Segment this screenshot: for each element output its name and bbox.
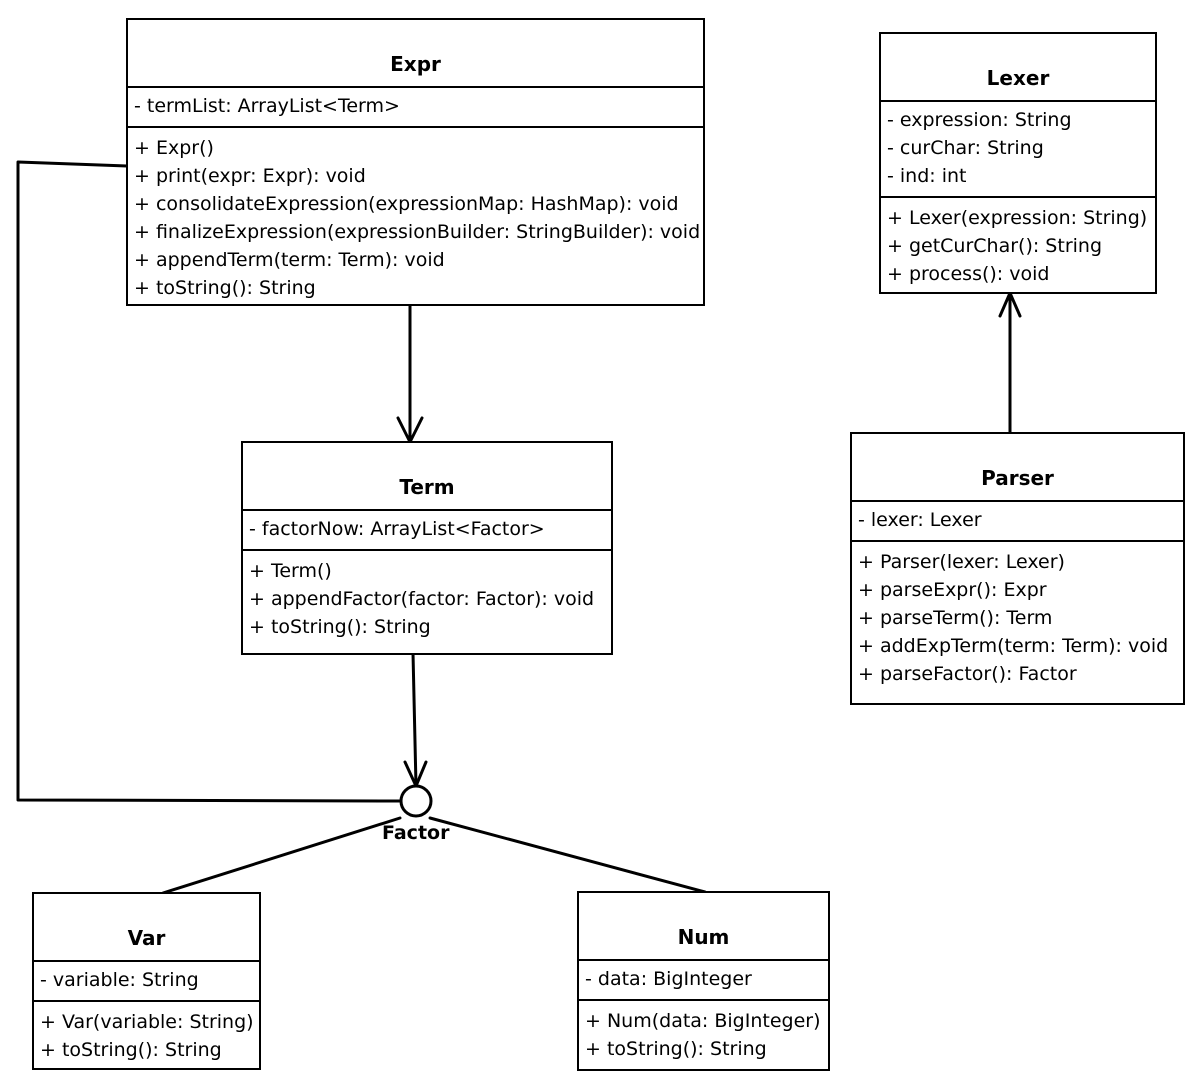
class-expr[interactable]: Expr - termList: ArrayList<Term> + Expr(…: [126, 18, 705, 306]
class-lexer-attribute: - curChar: String: [887, 137, 1044, 159]
class-var-name: Var: [34, 894, 259, 962]
class-parser-operation: + parseFactor(): Factor: [858, 663, 1077, 685]
class-num-attributes: - data: BigInteger: [579, 961, 828, 1001]
class-parser-name: Parser: [852, 434, 1183, 502]
class-num-attribute: - data: BigInteger: [585, 968, 752, 990]
expr-factor-line: [16, 160, 402, 803]
class-num[interactable]: Num - data: BigInteger + Num(data: BigIn…: [577, 891, 830, 1071]
class-term-operation: + Term(): [249, 560, 332, 582]
class-expr-operation: + Expr(): [134, 137, 214, 159]
class-lexer-attribute: - expression: String: [887, 109, 1072, 131]
class-lexer[interactable]: Lexer - expression: String - curChar: St…: [879, 32, 1157, 294]
class-parser-operations: + Parser(lexer: Lexer) + parseExpr(): Ex…: [852, 542, 1183, 692]
class-num-operation: + Num(data: BigInteger): [585, 1010, 821, 1032]
class-lexer-operation: + process(): void: [887, 263, 1050, 285]
class-num-operation: + toString(): String: [585, 1038, 767, 1060]
class-expr-operation: + print(expr: Expr): void: [134, 165, 366, 187]
class-num-name: Num: [579, 893, 828, 961]
class-lexer-name: Lexer: [881, 34, 1155, 102]
var-factor-realization: [161, 816, 402, 895]
class-term-operations: + Term() + appendFactor(factor: Factor):…: [243, 551, 611, 645]
class-expr-operation: + appendTerm(term: Term): void: [134, 249, 445, 271]
factor-interface-label: Factor: [382, 822, 450, 844]
class-expr-attributes: - termList: ArrayList<Term>: [128, 88, 703, 128]
class-expr-operation: + finalizeExpression(expressionBuilder: …: [134, 221, 701, 243]
class-var-operations: + Var(variable: String) + toString(): St…: [34, 1002, 259, 1068]
class-expr-operation: + toString(): String: [134, 277, 316, 299]
class-term-name: Term: [243, 443, 611, 511]
class-lexer-operation: + Lexer(expression: String): [887, 207, 1148, 229]
class-term[interactable]: Term - factorNow: ArrayList<Factor> + Te…: [241, 441, 613, 655]
class-parser-operation: + Parser(lexer: Lexer): [858, 551, 1065, 573]
class-parser-attribute: - lexer: Lexer: [858, 509, 982, 531]
class-parser-attributes: - lexer: Lexer: [852, 502, 1183, 542]
class-num-operations: + Num(data: BigInteger) + toString(): St…: [579, 1001, 828, 1067]
class-var-operation: + toString(): String: [40, 1039, 222, 1061]
class-var-attributes: - variable: String: [34, 962, 259, 1002]
class-var-operation: + Var(variable: String): [40, 1011, 254, 1033]
class-parser-operation: + addExpTerm(term: Term): void: [858, 635, 1169, 657]
class-parser-operation: + parseExpr(): Expr: [858, 579, 1047, 601]
class-lexer-attributes: - expression: String - curChar: String -…: [881, 102, 1155, 198]
class-lexer-operation: + getCurChar(): String: [887, 235, 1103, 257]
factor-interface-circle: [399, 784, 433, 818]
class-term-attributes: - factorNow: ArrayList<Factor>: [243, 511, 611, 551]
class-expr-name: Expr: [128, 20, 703, 88]
class-parser[interactable]: Parser - lexer: Lexer + Parser(lexer: Le…: [850, 432, 1185, 705]
class-lexer-attribute: - ind: int: [887, 165, 967, 187]
class-term-operation: + appendFactor(factor: Factor): void: [249, 588, 595, 610]
class-var-attribute: - variable: String: [40, 969, 199, 991]
class-lexer-operations: + Lexer(expression: String) + getCurChar…: [881, 198, 1155, 292]
term-factor-association: [411, 651, 418, 788]
class-term-attribute: - factorNow: ArrayList<Factor>: [249, 518, 545, 540]
class-var[interactable]: Var - variable: String + Var(variable: S…: [32, 892, 261, 1070]
class-term-operation: + toString(): String: [249, 616, 431, 638]
num-factor-realization: [428, 816, 707, 894]
class-expr-operations: + Expr() + print(expr: Expr): void + con…: [128, 128, 703, 306]
class-expr-attribute: - termList: ArrayList<Term>: [134, 95, 400, 117]
class-parser-operation: + parseTerm(): Term: [858, 607, 1053, 629]
class-expr-operation: + consolidateExpression(expressionMap: H…: [134, 193, 679, 215]
